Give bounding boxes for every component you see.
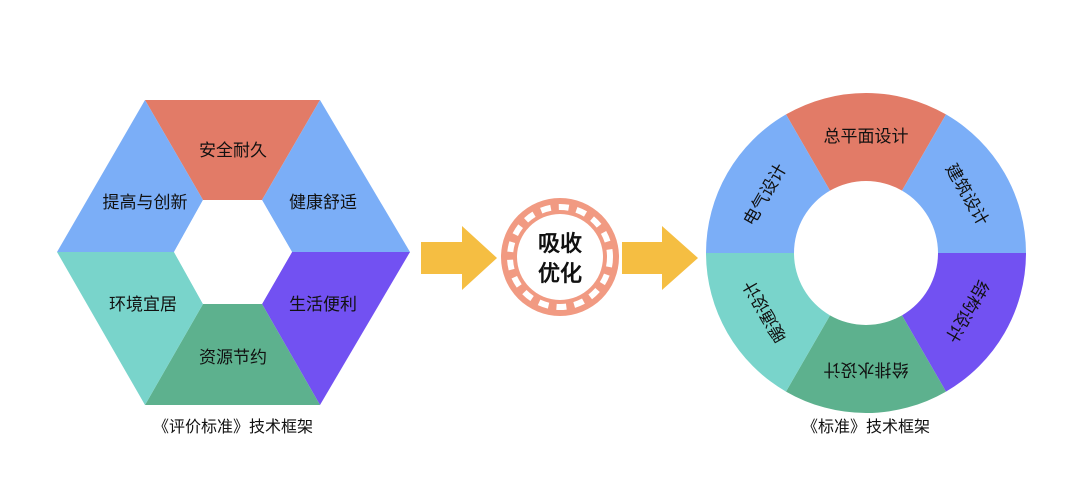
donut-segment [706,253,830,392]
hex-segment-innovation [57,100,203,252]
hex-label-health: 健康舒适 [289,193,357,213]
evaluation-standard-hexagon: 安全耐久 健康舒适 生活便利 资源节约 环境宜居 提高与创新 《评价标准》技术框… [57,100,410,436]
donut-segment-label: 给排水设计 [824,359,909,379]
absorb-optimize-badge: 吸收 优化 [501,198,619,316]
badge-dashed-ring [507,204,613,310]
badge-inner-circle [517,214,603,300]
hex-label-resource: 资源节约 [199,348,267,368]
hex-label-convenience: 生活便利 [289,295,357,315]
badge-text-absorb: 吸收 [538,231,582,257]
donut-segment-label: 总平面设计 [824,127,909,147]
hex-center-hole [174,200,292,304]
donut-segment [786,92,946,191]
right-arrow-icon [421,226,497,290]
hex-label-environment: 环境宜居 [109,295,177,315]
badge-text-optimize: 优化 [538,261,582,287]
hex-segment-safety [145,100,320,200]
hex-label-safety: 安全耐久 [199,141,267,161]
donut-segment [902,253,1026,392]
donut-segment [786,315,946,413]
hex-segment-health [262,100,410,252]
donut-segment [902,114,1026,253]
hex-segment-resource [145,304,320,405]
hex-segment-environment [57,252,203,405]
hex-segment-convenience [262,252,410,405]
left-caption: 《评价标准》技术框架 [153,417,313,436]
donut-segment [706,114,830,253]
right-caption: 《标准》技术框架 [802,417,930,436]
hex-label-innovation: 提高与创新 [103,193,188,213]
right-arrow-icon [622,226,698,290]
